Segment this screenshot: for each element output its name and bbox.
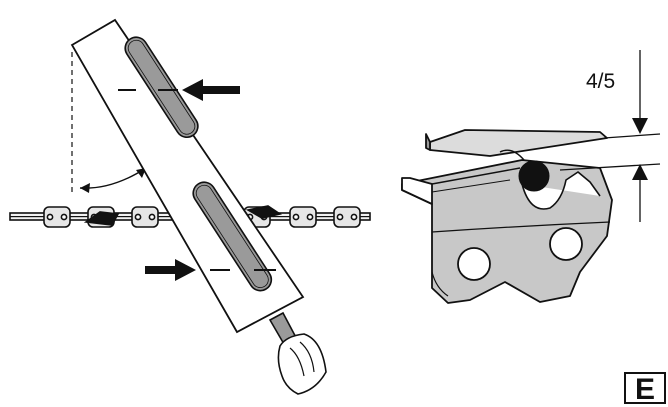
section-letter: E	[634, 373, 655, 406]
rivet-hole-left	[457, 247, 491, 281]
angle-arc	[79, 167, 147, 193]
file-guide-plate	[70, 18, 305, 334]
depth-gauge-dimension	[559, 50, 661, 222]
file-handle	[268, 311, 327, 395]
file-cross-section	[518, 160, 550, 192]
depth-arrow-up-icon	[632, 164, 648, 180]
arrow-upper-marker-icon	[182, 79, 240, 101]
guide-slot-upper	[124, 36, 199, 139]
arrow-lower-marker-icon	[145, 259, 196, 281]
guide-slot-lower	[192, 181, 273, 292]
cutter-tooth	[401, 129, 613, 304]
depth-ratio-label: 4/5	[586, 70, 616, 93]
section-label-box: E	[624, 372, 666, 406]
depth-arrow-down-icon	[632, 118, 648, 134]
rivet-hole-right	[549, 227, 583, 261]
